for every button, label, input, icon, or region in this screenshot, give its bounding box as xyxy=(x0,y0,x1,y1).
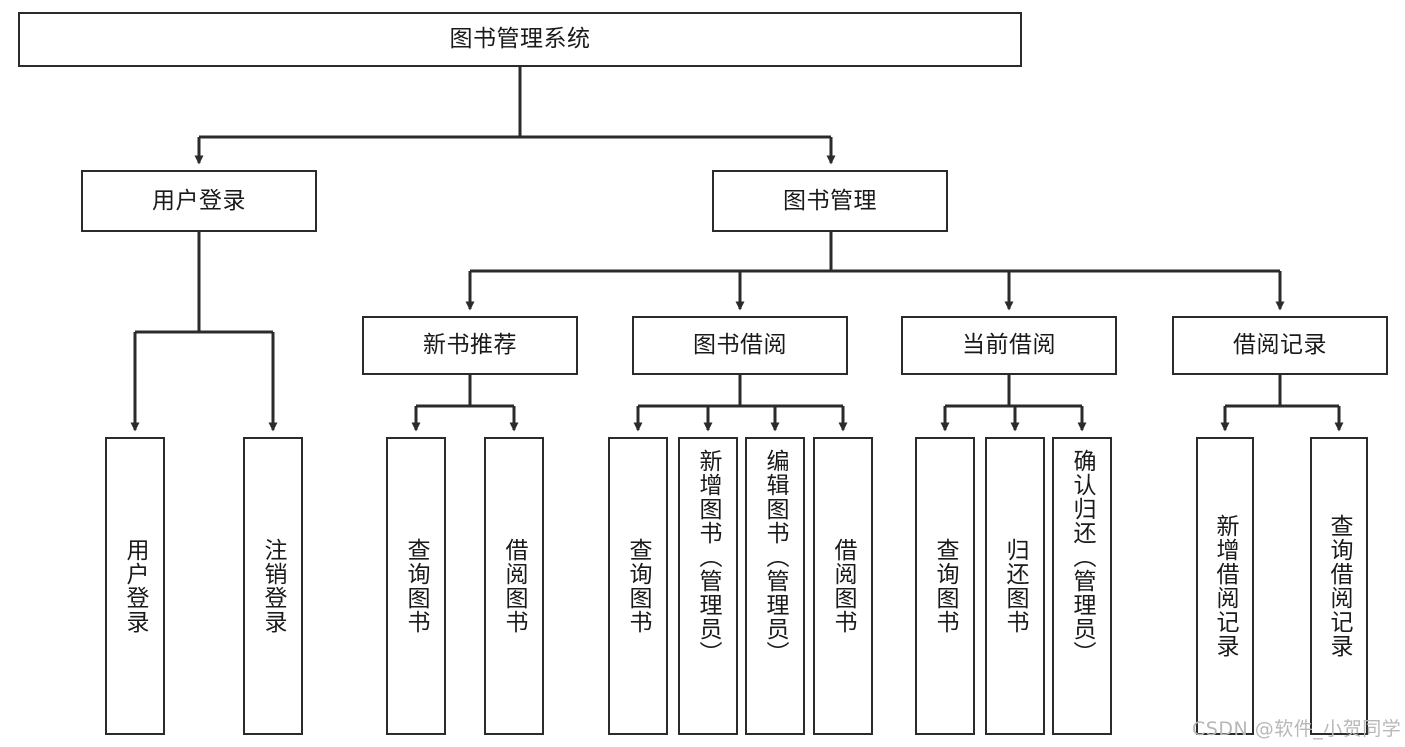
leaf-logout-label: 注销登录 xyxy=(260,538,287,634)
node-new-book-recommend[interactable]: 新书推荐 xyxy=(362,316,578,375)
node-book-management[interactable]: 图书管理 xyxy=(712,170,948,232)
leaf-query-borrow-record-label: 查询借阅记录 xyxy=(1326,514,1353,658)
leaf-query-book-current-label: 查询图书 xyxy=(932,538,959,634)
leaf-add-borrow-record-label: 新增借阅记录 xyxy=(1212,514,1239,658)
node-borrow-record-label: 借阅记录 xyxy=(1233,332,1327,359)
leaf-user-login[interactable]: 用户登录 xyxy=(105,437,165,735)
leaf-return-book-label: 归还图书 xyxy=(1002,538,1029,634)
node-current-borrow-label: 当前借阅 xyxy=(962,332,1056,359)
node-new-book-recommend-label: 新书推荐 xyxy=(423,332,517,359)
leaf-user-login-label: 用户登录 xyxy=(122,538,149,634)
node-user-login-label: 用户登录 xyxy=(152,187,246,214)
leaf-edit-book-admin-label: 编辑图书（管理员） xyxy=(762,449,789,665)
node-root-label: 图书管理系统 xyxy=(449,26,591,53)
leaf-add-book-admin[interactable]: 新增图书（管理员） xyxy=(678,437,738,735)
leaf-add-book-admin-label: 新增图书（管理员） xyxy=(695,449,722,665)
node-book-management-label: 图书管理 xyxy=(783,187,877,214)
leaf-borrow-book-recommend[interactable]: 借阅图书 xyxy=(484,437,544,735)
node-current-borrow[interactable]: 当前借阅 xyxy=(901,316,1117,375)
node-book-borrow-label: 图书借阅 xyxy=(693,332,787,359)
leaf-confirm-return-admin[interactable]: 确认归还（管理员） xyxy=(1052,437,1112,735)
leaf-query-book-borrow[interactable]: 查询图书 xyxy=(608,437,668,735)
leaf-edit-book-admin[interactable]: 编辑图书（管理员） xyxy=(745,437,805,735)
node-root[interactable]: 图书管理系统 xyxy=(18,12,1022,67)
watermark-text: CSDN @软件_小贺同学 xyxy=(1192,718,1402,740)
leaf-return-book[interactable]: 归还图书 xyxy=(985,437,1045,735)
leaf-query-book-current[interactable]: 查询图书 xyxy=(915,437,975,735)
leaf-logout[interactable]: 注销登录 xyxy=(243,437,303,735)
leaf-query-book-recommend-label: 查询图书 xyxy=(403,538,430,634)
leaf-query-borrow-record[interactable]: 查询借阅记录 xyxy=(1310,437,1368,735)
leaf-borrow-book-label: 借阅图书 xyxy=(830,538,857,634)
leaf-add-borrow-record[interactable]: 新增借阅记录 xyxy=(1196,437,1254,735)
leaf-borrow-book-recommend-label: 借阅图书 xyxy=(501,538,528,634)
leaf-query-book-recommend[interactable]: 查询图书 xyxy=(386,437,446,735)
node-borrow-record[interactable]: 借阅记录 xyxy=(1172,316,1388,375)
node-user-login[interactable]: 用户登录 xyxy=(81,170,317,232)
leaf-confirm-return-admin-label: 确认归还（管理员） xyxy=(1069,449,1096,665)
leaf-query-book-borrow-label: 查询图书 xyxy=(625,538,652,634)
node-book-borrow[interactable]: 图书借阅 xyxy=(632,316,848,375)
leaf-borrow-book[interactable]: 借阅图书 xyxy=(813,437,873,735)
